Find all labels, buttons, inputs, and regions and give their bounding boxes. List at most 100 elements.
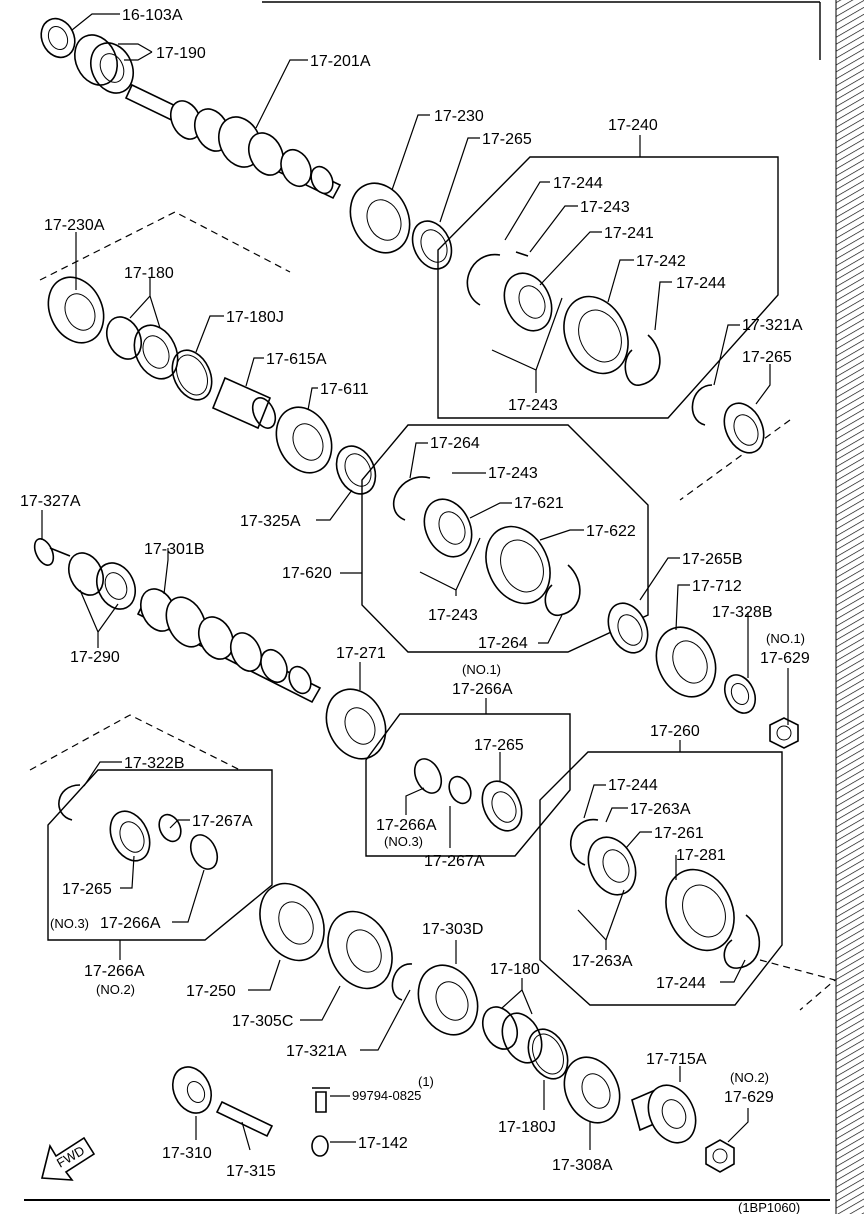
label-17-240: 17-240	[608, 117, 658, 134]
label-17-301B: 17-301B	[144, 541, 205, 558]
label-17-243-d: 17-243	[428, 607, 478, 624]
clutch-hub-17-241	[503, 272, 553, 332]
synchro-ring-17-325A	[335, 445, 377, 495]
synchro-ring-17-265-left	[109, 810, 151, 862]
clip-17-142	[311, 1135, 329, 1157]
key-17-267A-top	[448, 775, 472, 805]
label-17-264-b: 17-264	[478, 635, 528, 652]
synchro-ring-17-265-mid	[481, 780, 523, 832]
label-17-266A-a: 17-266A	[452, 681, 513, 698]
main-shaft-17-201A	[124, 83, 342, 200]
gear-17-303D	[417, 964, 479, 1036]
label-17-620: 17-620	[282, 565, 332, 582]
assembly-box-17-266A-no2	[47, 769, 273, 941]
label-17-615A: 17-615A	[266, 351, 327, 368]
snap-ring-17-321A-bottom	[391, 963, 413, 1001]
gear-17-611	[275, 406, 333, 474]
label-17-180-b: 17-180	[490, 961, 540, 978]
label-17-611: 17-611	[320, 381, 369, 398]
synchro-ring-17-265B	[607, 602, 649, 654]
ring-17-180J-bottom	[527, 1028, 569, 1080]
label-17-266A-d: 17-266A	[84, 963, 145, 980]
label-17-244-a: 17-244	[553, 175, 603, 192]
sleeve-17-615A	[211, 376, 277, 430]
gear-17-230	[349, 182, 411, 254]
label-17-266A-c: 17-266A	[100, 915, 161, 932]
synchro-ring-17-265-top	[411, 220, 453, 270]
label-17-263A-a: 17-263A	[630, 801, 691, 818]
page-edge-hatching	[836, 0, 864, 1214]
label-17-281: 17-281	[676, 847, 726, 864]
idler-gear-17-310	[171, 1066, 213, 1114]
clutch-sleeve-17-242	[563, 295, 629, 375]
gear-17-305C	[327, 910, 393, 990]
leader-lines	[41, 13, 789, 1151]
clutch-hub-17-621	[423, 498, 473, 558]
label-17-308A: 17-308A	[552, 1157, 613, 1174]
ring-17-180J-top	[171, 349, 213, 401]
label-17-265-c: 17-265	[474, 737, 524, 754]
bearing-17-180-top	[105, 316, 179, 380]
label-17-265-b: 17-265	[742, 349, 792, 366]
label-17-243-b: 17-243	[508, 397, 558, 414]
label-17-271: 17-271	[336, 645, 386, 662]
label-no2-a: (NO.2)	[96, 982, 135, 997]
locknut-17-629-no1	[769, 717, 799, 749]
snap-ring-17-264-top	[393, 476, 431, 521]
snap-ring-17-244-upper	[569, 818, 599, 866]
label-17-244-b: 17-244	[676, 275, 726, 292]
assembly-box-17-266A-no1	[365, 713, 571, 857]
fwd-arrow-icon	[40, 1136, 96, 1181]
label-17-315: 17-315	[226, 1163, 276, 1180]
gear-17-250	[259, 882, 325, 962]
key-17-267A-left	[158, 813, 182, 843]
part-labels: 16-103A 17-190 17-201A 17-230 17-265 17-…	[20, 7, 810, 1214]
label-16-103A: 16-103A	[122, 7, 183, 24]
bearing-17-290	[67, 552, 137, 610]
synchro-ring-17-265-right	[723, 402, 765, 454]
label-17-327A: 17-327A	[20, 493, 81, 510]
label-17-230A: 17-230A	[44, 217, 105, 234]
label-17-321A-a: 17-321A	[742, 317, 803, 334]
clutch-hub-17-261	[587, 836, 637, 896]
locknut-17-629-no2	[705, 1139, 735, 1173]
label-17-267A-b: 17-267A	[192, 813, 253, 830]
label-17-310: 17-310	[162, 1145, 212, 1162]
label-17-629-b: 17-629	[724, 1089, 774, 1106]
gear-17-271	[325, 688, 387, 760]
label-17-321A-b: 17-321A	[286, 1043, 347, 1060]
assembly-dashed-17-230A	[39, 211, 291, 281]
label-17-715A: 17-715A	[646, 1051, 707, 1068]
gear-17-308A	[563, 1056, 621, 1124]
fwd-label: FWD	[54, 1143, 87, 1171]
label-99794-0825: 99794-0825	[352, 1088, 421, 1103]
label-17-267A-a: 17-267A	[424, 853, 485, 870]
gear-17-715A	[631, 1084, 697, 1144]
bearing-seal-16-103A	[40, 17, 76, 59]
label-17-190: 17-190	[156, 45, 206, 62]
label-17-621: 17-621	[514, 495, 564, 512]
label-17-303D: 17-303D	[422, 921, 483, 938]
pin-17-327A	[33, 538, 71, 566]
gear-17-712	[655, 626, 717, 698]
clutch-sleeve-17-281	[665, 868, 735, 952]
label-17-328B: 17-328B	[712, 604, 773, 621]
snap-ring-17-321A-top	[691, 384, 713, 426]
label-17-264-a: 17-264	[430, 435, 480, 452]
label-17-290: 17-290	[70, 649, 120, 666]
label-no2-b: (NO.2)	[730, 1070, 769, 1085]
idler-shaft-17-315	[215, 1100, 274, 1138]
label-17-265B: 17-265B	[682, 551, 743, 568]
label-17-244-d: 17-244	[656, 975, 706, 992]
gear-17-230A	[47, 276, 105, 344]
key-17-243	[515, 251, 529, 257]
snap-ring-17-244-left	[466, 253, 501, 306]
snap-ring-17-322B	[58, 784, 81, 821]
label-17-322B: 17-322B	[124, 755, 185, 772]
assembly-box-17-240	[437, 156, 779, 419]
label-no3-a: (NO.3)	[384, 834, 423, 849]
bearing-17-328B	[723, 674, 757, 714]
label-17-180J-a: 17-180J	[226, 309, 284, 326]
assembly-box-17-260	[539, 751, 783, 1006]
label-17-180J-b: 17-180J	[498, 1119, 556, 1136]
